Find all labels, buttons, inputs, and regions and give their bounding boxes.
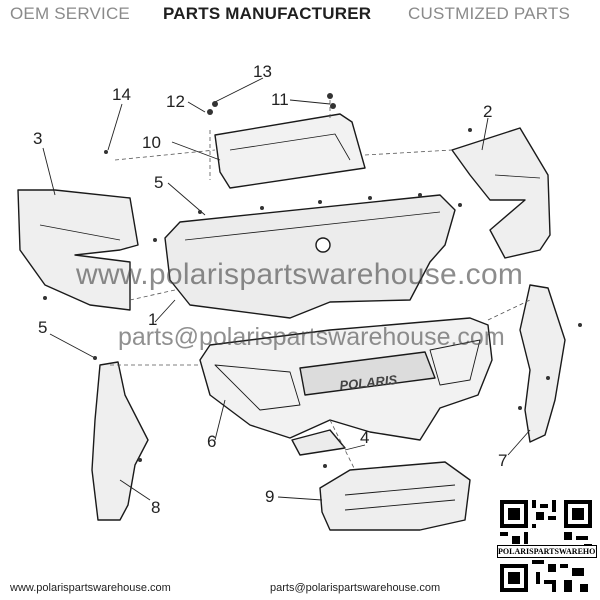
leader-line <box>42 147 56 196</box>
callout-3: 3 <box>33 129 42 148</box>
leader-line <box>167 182 206 216</box>
assembly-line <box>129 289 176 301</box>
callout-8: 8 <box>151 498 160 517</box>
fastener-icon <box>323 464 327 468</box>
assembly-line <box>329 419 356 471</box>
leader-line <box>507 429 531 456</box>
callout-11: 11 <box>271 90 289 109</box>
leader-line <box>49 333 96 359</box>
fastener-icon <box>318 200 322 204</box>
leader-line <box>214 399 226 441</box>
leader-line <box>481 117 489 151</box>
fastener-icon <box>546 376 550 380</box>
header-customized-parts: CUSTMIZED PARTS <box>408 4 570 23</box>
fastener-icon <box>198 210 202 214</box>
fastener-icon <box>212 101 218 107</box>
callout-12: 12 <box>166 92 185 111</box>
callout-13: 13 <box>253 62 272 81</box>
callout-10: 10 <box>142 133 161 152</box>
part-right-side-panel <box>519 284 566 443</box>
watermark-email: parts@polarispartswarehouse.com <box>118 323 505 351</box>
fastener-icon <box>418 193 422 197</box>
leader-line <box>187 101 206 113</box>
part-right-upper-panel <box>451 127 551 259</box>
leader-line <box>171 141 221 161</box>
assembly-line <box>487 299 531 321</box>
part-left-side-panel <box>91 361 149 521</box>
callout-2: 2 <box>483 102 492 121</box>
grille-badge: POLARIS <box>339 372 398 393</box>
callout-7: 7 <box>498 451 507 470</box>
watermark-website: www.polarispartswarehouse.com <box>76 258 524 291</box>
fastener-icon <box>330 103 336 109</box>
qr-code-label: POLARISPARTSWAREHOUSE <box>497 545 597 558</box>
fastener-icon <box>207 109 213 115</box>
fastener-icon <box>578 323 582 327</box>
leader-line <box>119 479 151 501</box>
part-left-upper-panel <box>17 189 139 311</box>
header-parts-manufacturer: PARTS MANUFACTURER <box>163 4 372 23</box>
callout-9: 9 <box>265 487 274 506</box>
leader-line <box>344 444 366 451</box>
header-banner: OEM SERVICE PARTS MANUFACTURER CUSTMIZED… <box>0 0 600 30</box>
leader-line <box>154 299 176 323</box>
fastener-icon <box>138 458 142 462</box>
fastener-icon <box>104 150 108 154</box>
fastener-icon <box>518 406 522 410</box>
fastener-icon <box>468 128 472 132</box>
assembly-line <box>364 149 453 156</box>
part-grille-insert <box>299 351 436 396</box>
leader-line <box>277 496 323 501</box>
fastener-icon <box>327 93 333 99</box>
footer-website[interactable]: www.polarispartswarehouse.com <box>10 582 171 594</box>
fastener-icon <box>458 203 462 207</box>
callout-5-lower: 5 <box>38 318 47 337</box>
assembly-line <box>114 149 216 161</box>
fastener-icon <box>368 196 372 200</box>
header-oem-service: OEM SERVICE <box>10 4 130 23</box>
callout-14: 14 <box>112 85 131 104</box>
fastener-icon <box>43 296 47 300</box>
callout-1: 1 <box>148 310 157 329</box>
fastener-icon <box>153 238 157 242</box>
fastener-icon <box>260 206 264 210</box>
leader-line <box>289 99 331 105</box>
fastener-icon <box>93 356 97 360</box>
leader-line <box>107 103 123 151</box>
callout-5-upper: 5 <box>154 173 163 192</box>
leader-line <box>214 77 264 103</box>
callout-4: 4 <box>360 428 369 447</box>
footer-email[interactable]: parts@polarispartswarehouse.com <box>270 582 441 594</box>
part-lower-grille <box>319 461 471 531</box>
callout-6: 6 <box>207 432 216 451</box>
part-lower-bracket <box>291 429 346 456</box>
part-front-bracket <box>164 194 456 319</box>
part-top-panel <box>214 113 366 189</box>
